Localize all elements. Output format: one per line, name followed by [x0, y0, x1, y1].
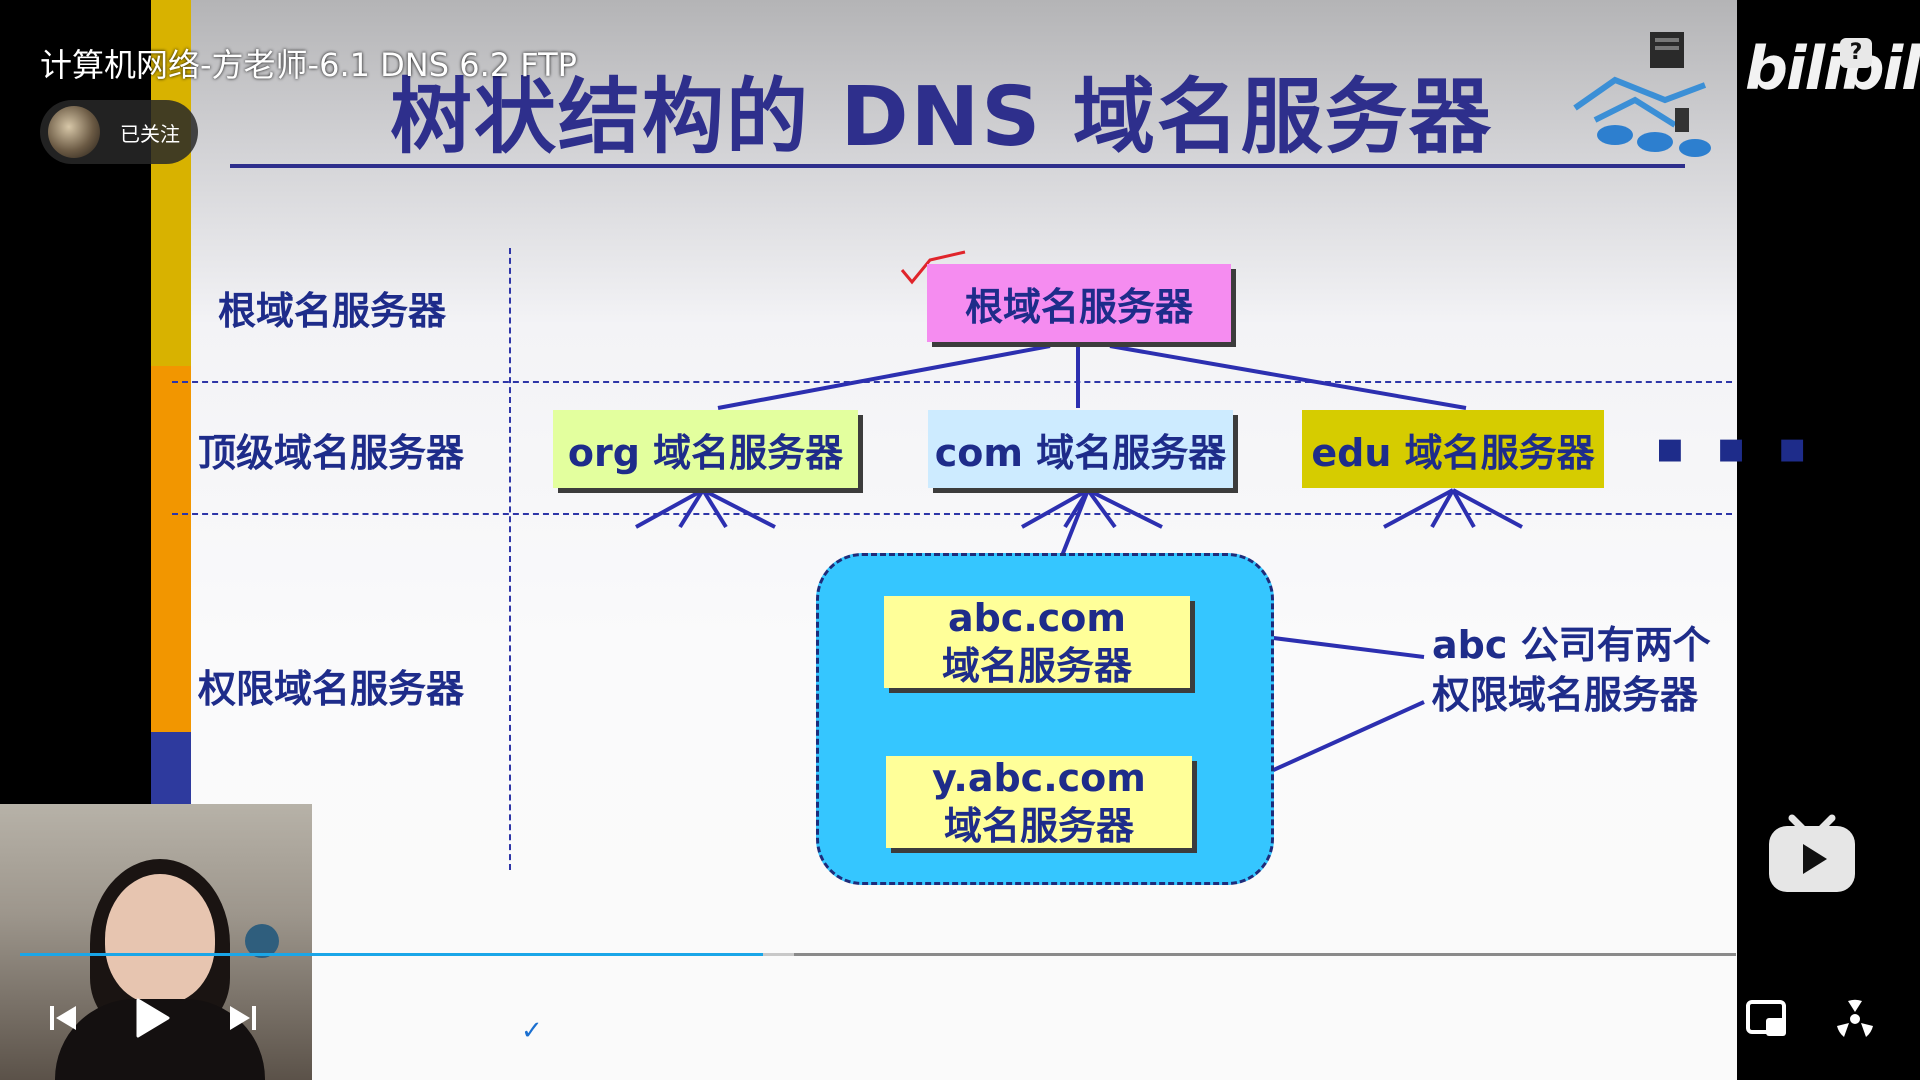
divider-bottom: [172, 513, 1732, 515]
slide-bar-orange: [151, 366, 191, 732]
globe-decoration: [245, 924, 279, 958]
tv-play-icon[interactable]: [1767, 808, 1857, 894]
avatar[interactable]: [48, 106, 100, 158]
abc-server-label: 域名服务器: [941, 644, 1132, 688]
abc-server-domain: abc.com: [947, 596, 1127, 640]
check-icon: ✓: [521, 1016, 543, 1046]
more-ellipsis: ▪ ▪ ▪: [1655, 422, 1816, 473]
row-label-root: 根域名服务器: [218, 289, 447, 333]
annotation-check: [900, 250, 966, 285]
title-rule: [230, 164, 1685, 168]
progress-played: [20, 953, 764, 956]
org-server-box: org 域名服务器: [553, 410, 858, 488]
slide-bar-yellow: [151, 0, 191, 366]
yabc-server-domain: y.abc.com: [932, 756, 1146, 800]
note-line1: abc 公司有两个: [1432, 623, 1711, 667]
pip-icon[interactable]: [1746, 1000, 1788, 1038]
slide: [151, 0, 1737, 1080]
play-icon[interactable]: [134, 996, 170, 1040]
net-diagram-icon: [1573, 32, 1711, 157]
yabc-server-label: 域名服务器: [943, 804, 1134, 848]
help-button[interactable]: ?: [1840, 38, 1872, 68]
edu-server-box: edu 域名服务器: [1302, 410, 1604, 488]
divider-top: [172, 381, 1732, 383]
brand-logo: bilibili: [1745, 34, 1920, 104]
progress-bar[interactable]: [20, 953, 1736, 956]
presenter-face: [105, 874, 215, 1004]
annotation-note: abc 公司有两个 权限域名服务器: [1432, 620, 1711, 720]
broadcast-icon[interactable]: [1834, 998, 1876, 1040]
prev-icon[interactable]: [48, 1002, 78, 1034]
root-server-box: 根域名服务器: [927, 264, 1231, 342]
com-server-box: com 域名服务器: [928, 410, 1233, 488]
presenter-video[interactable]: [0, 804, 312, 1080]
row-label-auth: 权限域名服务器: [198, 667, 465, 711]
row-label-tld: 顶级域名服务器: [198, 431, 465, 475]
follow-label: 已关注: [120, 122, 180, 146]
progress-buffered: [763, 953, 794, 956]
slide-title: 树状结构的 DNS 域名服务器: [390, 70, 1493, 165]
video-title: 计算机网络-方老师-6.1 DNS 6.2 FTP: [40, 46, 577, 84]
yabc-server-box: y.abc.com 域名服务器: [886, 756, 1192, 848]
divider-vertical: [509, 248, 511, 870]
next-icon[interactable]: [228, 1002, 258, 1034]
abc-server-box: abc.com 域名服务器: [884, 596, 1190, 688]
note-line2: 权限域名服务器: [1432, 673, 1699, 717]
